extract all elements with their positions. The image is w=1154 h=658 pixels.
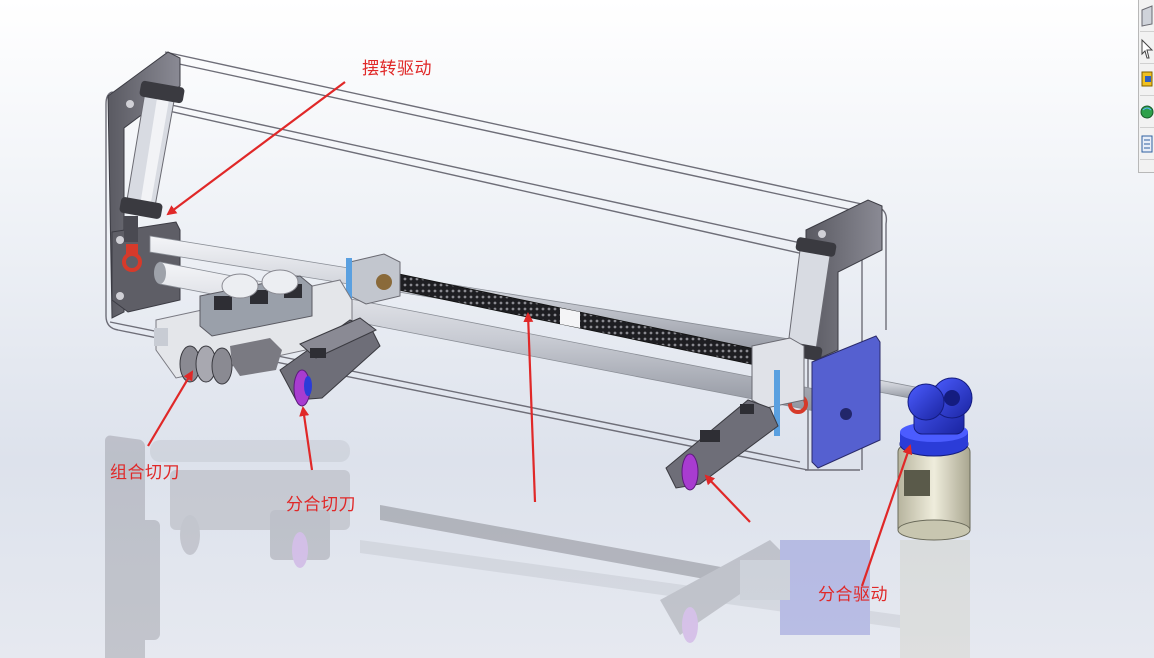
label-split-cutter: 分合切刀 — [286, 495, 356, 515]
gear-motor — [897, 377, 973, 541]
label-split-drive: 分合驱动 — [818, 585, 888, 605]
arrow-swing-drive — [166, 81, 346, 216]
floor-reflection — [105, 435, 970, 658]
motor-mount-plate — [811, 335, 881, 469]
arrow-split-cutter-left — [299, 406, 314, 471]
callout-arrows — [147, 81, 913, 587]
label-swing-drive: 摆转驱动 — [362, 59, 432, 79]
split-cutter-left — [279, 317, 381, 407]
task-pane-toolbar — [1138, 0, 1154, 173]
label-combined-cutter: 组合切刀 — [110, 463, 180, 483]
arrow-combined-cutter — [147, 370, 194, 447]
arrow-split-drive — [860, 444, 913, 587]
right-bearing-block — [751, 337, 805, 436]
scene-globe-icon[interactable] — [1140, 98, 1154, 128]
split-cutter-right — [665, 399, 779, 491]
view-cube-icon[interactable] — [1140, 2, 1154, 32]
transparent-housing — [105, 51, 888, 471]
combined-cutter-assembly — [154, 269, 353, 385]
select-icon[interactable] — [1140, 34, 1154, 64]
appearance-icon[interactable] — [1140, 66, 1154, 96]
properties-icon[interactable] — [1140, 130, 1154, 160]
arrow-split-cutter-right — [704, 474, 751, 523]
screw-nut-block — [346, 253, 401, 318]
arrow-lead-screw — [523, 312, 537, 503]
left-swing-cylinder — [119, 80, 185, 272]
